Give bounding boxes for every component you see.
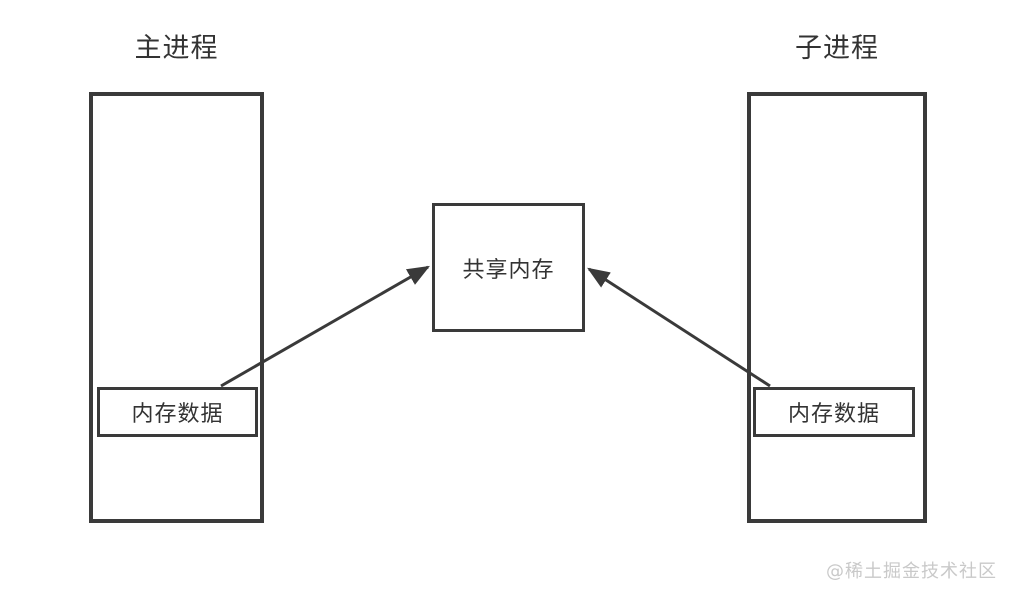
main-memory-data-label: 内存数据 [131, 402, 224, 427]
shared-memory-label: 共享内存 [462, 257, 555, 283]
main-process-box [89, 92, 264, 523]
shared-memory-box: 共享内存 [432, 203, 585, 332]
child-process-box [747, 92, 927, 523]
main-process-label: 主进程 [134, 33, 219, 64]
watermark: @稀土掘金技术社区 [826, 561, 997, 582]
child-memory-data-label: 内存数据 [787, 402, 880, 427]
main-memory-data-box: 内存数据 [97, 387, 258, 437]
child-memory-data-box: 内存数据 [753, 387, 915, 437]
child-process-label: 子进程 [795, 33, 879, 64]
arrow-child-memory-to-shared-icon [587, 267, 771, 388]
